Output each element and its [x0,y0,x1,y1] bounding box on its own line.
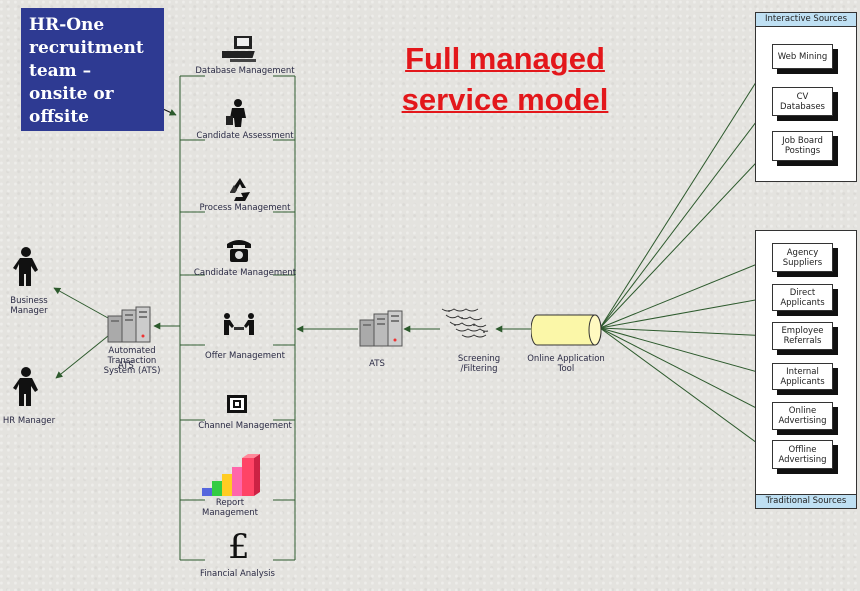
source-agency: Agency Suppliers [772,243,833,272]
team-box-line: onsite or [29,84,114,104]
source-offline-advertising: Offline Advertising [772,440,833,469]
source-label: Direct Applicants [780,287,825,308]
ats-main-label: Automated Transaction System (ATS) [103,346,161,376]
team-box-line: recruitment [29,38,144,58]
svg-text:£: £ [228,528,250,562]
telephone-icon [224,238,254,264]
source-label: Employee Referrals [781,326,824,346]
source-label: Job Board Postings [782,136,823,156]
service-label-channel: Channel Management [198,421,292,431]
service-label-financial: Financial Analysis [200,569,275,579]
traditional-sources-title: Traditional Sources [756,494,856,508]
server-icon [106,306,152,344]
business-manager-label: Business Manager [10,296,48,316]
title-line-1: Full managed [405,41,605,76]
team-box: HR-One recruitment team – onsite or offs… [21,8,164,131]
source-cv-databases: CV Databases [772,87,833,116]
business-manager-icon [12,246,46,288]
title-line-2: service model [401,82,609,117]
source-label: Online Advertising [778,406,827,426]
source-online-advertising: Online Advertising [772,402,833,430]
service-label-report: Report Management [202,498,258,518]
online-tool-label: Online Application Tool [527,354,605,374]
server-icon [358,310,404,348]
source-internal: Internal Applicants [772,363,833,390]
service-label-offer: Offer Management [205,351,285,361]
team-box-line: HR-One [29,15,105,35]
page-title: Full managed service model [360,38,650,120]
source-direct: Direct Applicants [772,284,833,311]
service-label-candidate: Candidate Management [193,268,297,278]
source-employee-referrals: Employee Referrals [772,322,833,350]
source-label: Web Mining [777,51,828,62]
screening-label: Screening /Filtering [457,354,501,374]
service-label-database: Database Management [195,66,295,76]
recycle-icon [226,176,254,202]
cylinder-icon [531,313,603,347]
service-label-assessment: Candidate Assessment [196,131,294,141]
source-job-board: Job Board Postings [772,131,833,161]
team-box-line: team – [29,61,92,81]
team-box-line: offsite [29,107,89,127]
interactive-sources-title: Interactive Sources [756,13,856,27]
bar-chart-icon [200,452,266,498]
pound-icon: £ [226,528,252,562]
hr-manager-label: HR Manager [2,416,56,426]
ats-mid-label: ATS [369,359,385,369]
ats-main-overlay: ATS [118,361,134,371]
person-icon [224,98,252,128]
hr-manager-icon [12,366,46,408]
source-label: CV Databases [780,91,825,112]
channel-icon [226,394,248,414]
source-web-mining: Web Mining [772,44,833,69]
computer-icon [222,35,262,63]
source-label: Offline Advertising [778,444,827,465]
service-label-process: Process Management [199,203,291,213]
source-label: Agency Suppliers [782,247,823,268]
filter-icon [440,305,496,341]
source-label: Internal Applicants [780,366,825,387]
handshake-icon [220,311,258,337]
